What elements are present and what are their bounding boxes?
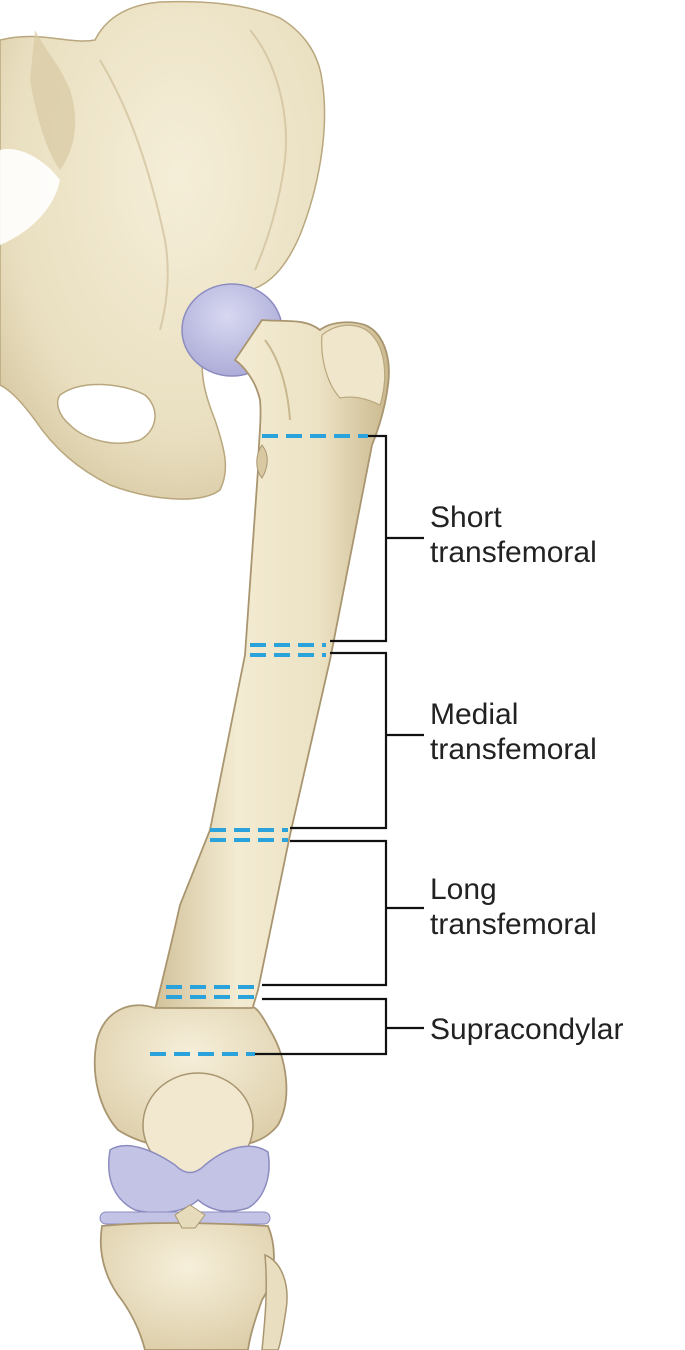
label-medial-line2: transfemoral [430, 732, 597, 767]
label-short-transfemoral: Short transfemoral [430, 500, 597, 570]
tibia-fibula [101, 1205, 287, 1350]
label-medial-line1: Medial [430, 697, 597, 732]
label-long-line2: transfemoral [430, 907, 597, 942]
label-long-line1: Long [430, 872, 597, 907]
label-short-line1: Short [430, 500, 597, 535]
label-long-transfemoral: Long transfemoral [430, 872, 597, 942]
label-supracondylar-line1: Supracondylar [430, 1012, 623, 1047]
label-medial-transfemoral: Medial transfemoral [430, 697, 597, 767]
bracket-supracondylar [255, 999, 424, 1054]
bracket-long [262, 841, 424, 985]
label-short-line2: transfemoral [430, 535, 597, 570]
label-supracondylar: Supracondylar [430, 1012, 623, 1047]
